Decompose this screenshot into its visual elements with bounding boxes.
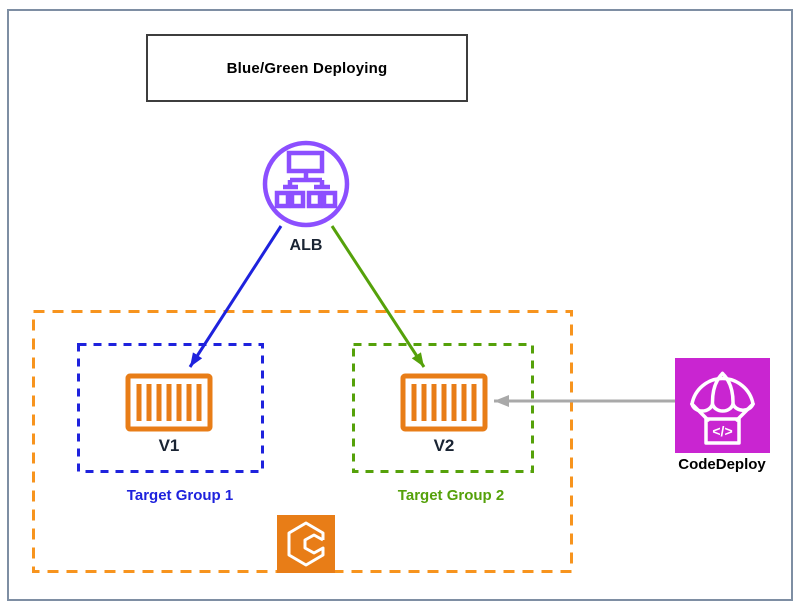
- title-box: Blue/Green Deploying: [146, 34, 468, 102]
- v2-label: V2: [433, 436, 455, 455]
- code-glyph-text: </>: [712, 423, 732, 439]
- target-group-1-label: Target Group 1: [126, 487, 234, 504]
- diagram-title: Blue/Green Deploying: [226, 59, 388, 77]
- target-group-2-label: Target Group 2: [397, 487, 505, 504]
- alb-tree-glyph: [274, 150, 338, 209]
- target-group-2-boundary: [352, 343, 534, 473]
- diagram-frame: [7, 9, 793, 601]
- alb-to-v1-arrow: [188, 225, 283, 368]
- v2-container-icon: [400, 373, 488, 432]
- alb-circle: [262, 140, 350, 228]
- parachute-glyph: [690, 371, 755, 445]
- ecs-cluster-icon: [277, 515, 335, 573]
- codedeploy-label: CodeDeploy: [678, 456, 766, 473]
- container-glyph: [125, 373, 213, 432]
- container-glyph: [400, 373, 488, 432]
- v1-label: V1: [158, 436, 180, 455]
- target-group-1-boundary: [77, 343, 264, 473]
- ecs-hexagon-glyph: [287, 521, 325, 567]
- alb-label: ALB: [289, 237, 323, 254]
- codedeploy-icon: </>: [675, 358, 770, 453]
- load-balancer-icon: [262, 140, 350, 228]
- alb-to-v2-arrow: [330, 225, 426, 368]
- v1-container-icon: [125, 373, 213, 432]
